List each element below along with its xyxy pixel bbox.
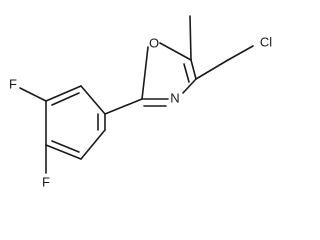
atom-label-fluorine-bottom: F: [42, 175, 50, 190]
bond-c4-c5: [45, 144, 82, 160]
bond-c3-f-top: [19, 87, 47, 102]
bond-c2-c3: [45, 85, 82, 102]
oxazole-ring: [141, 42, 197, 107]
atom-label-chlorine: Cl: [260, 35, 272, 50]
bond-c4-ch2: [195, 59, 229, 80]
atom-label-nitrogen: N: [170, 91, 179, 106]
bond-c5-c6: [80, 129, 106, 160]
bond-o1-c5: [159, 42, 192, 61]
bond-ch2-cl: [227, 45, 254, 61]
benzene-ring: [45, 85, 106, 160]
chemical-structure-diagram: O N Cl F F: [9, 15, 272, 190]
double-bond-inner-1: [51, 92, 80, 106]
bond-c4-n3: [182, 78, 197, 94]
atom-label-fluorine-top: F: [9, 77, 17, 92]
double-bond-inner-2: [51, 140, 80, 153]
bond-c1-c2: [80, 85, 106, 115]
atom-label-oxygen: O: [149, 36, 159, 51]
structure-canvas: O N Cl F F: [9, 15, 273, 190]
bond-c5-methyl: [189, 15, 192, 61]
bond-c2-o1: [141, 46, 149, 100]
bond-c5-c4: [190, 59, 197, 80]
double-bond-c4-c5: [183, 63, 190, 83]
bond-phenyl-oxazole: [104, 98, 143, 115]
